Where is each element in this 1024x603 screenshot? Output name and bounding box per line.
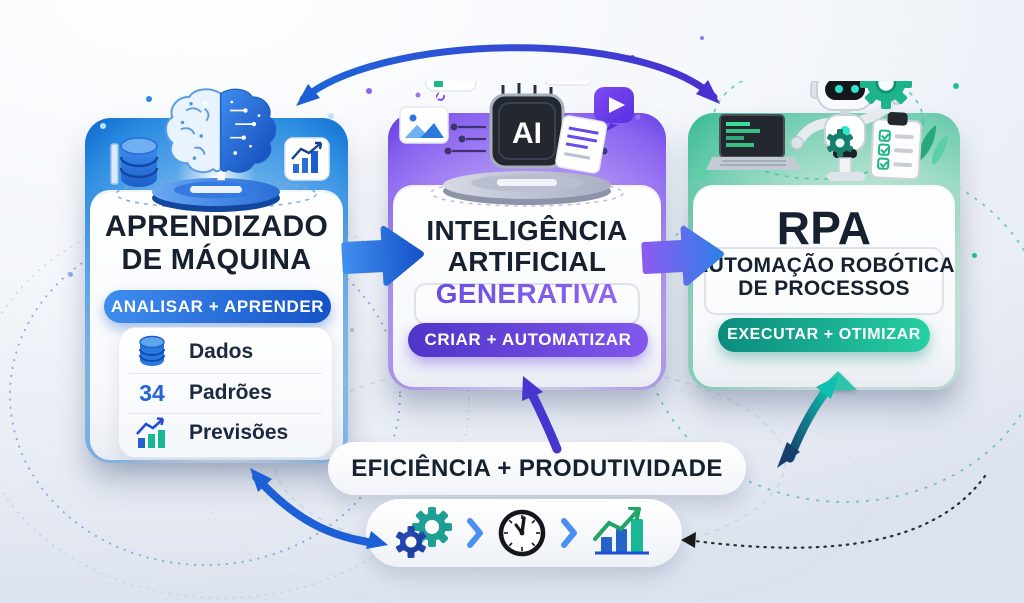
decor-dot <box>146 96 152 102</box>
card-ml-title-line1: APRENDIZADO <box>104 210 329 243</box>
efficiency-banner-text: EFICIÊNCIA + PRODUTIVIDADE <box>351 454 723 482</box>
list-item-previsoes: Previsões <box>129 412 322 453</box>
pattern-count: 34 <box>139 379 165 406</box>
card-ml-title: APRENDIZADO DE MÁQUINA <box>85 210 348 276</box>
card-ai-badge: CRIAR + AUTOMATIZAR <box>408 323 648 357</box>
database-icon <box>129 335 175 369</box>
ai-chip-icon: AI <box>489 83 565 169</box>
list-item-label: Padrões <box>189 381 272 404</box>
card-ai-title-line1: INTELIGÊNCIA <box>426 215 628 246</box>
card-rpa-title: RPA AUTOMAÇÃO ROBÓTICA DE PROCESSOS <box>688 203 960 301</box>
decor-dot <box>630 55 635 60</box>
list-item-dados: Dados <box>129 332 322 372</box>
image-icon-green <box>544 81 592 86</box>
decor-dot <box>972 253 977 258</box>
decor-dot <box>953 83 959 89</box>
gear-icon-small <box>826 129 854 157</box>
card-ai-illustration: AI <box>399 81 641 207</box>
gears-icon <box>395 507 452 558</box>
chevron-right-icon <box>561 518 577 548</box>
plant-icon <box>918 125 948 165</box>
card-rpa: RPA AUTOMAÇÃO ROBÓTICA DE PROCESSOS EXEC… <box>688 81 960 390</box>
card-ml-badge: ANALISAR + APRENDER <box>104 290 331 323</box>
card-generative-ai: AI <box>388 81 666 390</box>
pedestal <box>152 178 280 212</box>
card-ai-title: INTELIGÊNCIA ARTIFICIAL GENERATIVA <box>388 215 666 309</box>
decor-dot <box>366 88 372 94</box>
card-ml-illustration <box>100 88 334 216</box>
card-rpa-subtitle-line1: AUTOMAÇÃO ROBÓTICA <box>693 253 955 277</box>
svg-text:AI: AI <box>512 117 542 150</box>
decor-dot <box>68 272 73 277</box>
clock-icon <box>498 509 546 557</box>
clipboard-checklist-icon <box>869 112 923 181</box>
gear-icon <box>860 81 912 109</box>
bar-chart-tile-icon <box>284 137 330 181</box>
chevron-right-icon <box>467 518 483 548</box>
text-bubble-icon <box>425 81 477 100</box>
card-rpa-illustration <box>698 81 948 183</box>
card-ai-highlight: GENERATIVA <box>388 278 666 309</box>
decor-dot <box>700 36 704 40</box>
list-item-padroes: 34 Padrões <box>129 372 322 413</box>
card-ml-list: Dados 34 Padrões Previsões <box>118 327 333 458</box>
card-ai-title-line2: ARTIFICIAL <box>447 246 607 278</box>
document-icon <box>555 115 608 174</box>
growth-chart-icon <box>593 507 649 555</box>
list-item-label: Previsões <box>189 421 289 445</box>
pedestal <box>443 171 611 205</box>
laptop-icon <box>706 114 802 170</box>
card-machine-learning: APRENDIZADO DE MÁQUINA ANALISAR + APREND… <box>85 88 348 463</box>
growth-chart-icon <box>129 416 175 450</box>
database-icon <box>110 137 159 187</box>
image-icon-blue <box>399 106 449 144</box>
brain-icon <box>164 88 277 181</box>
rpa-pointer-triangle <box>819 371 857 390</box>
list-item-label: Dados <box>189 340 254 364</box>
card-rpa-title-main: RPA <box>776 202 872 254</box>
process-flow-pill <box>366 499 682 567</box>
efficiency-banner: EFICIÊNCIA + PRODUTIVIDADE <box>328 442 746 495</box>
decor-dot <box>350 328 354 332</box>
card-rpa-subtitle-line2: DE PROCESSOS <box>738 277 910 301</box>
card-rpa-badge: EXECUTAR + OTIMIZAR <box>718 318 930 352</box>
card-ml-title-line2: DE MÁQUINA <box>121 243 312 276</box>
